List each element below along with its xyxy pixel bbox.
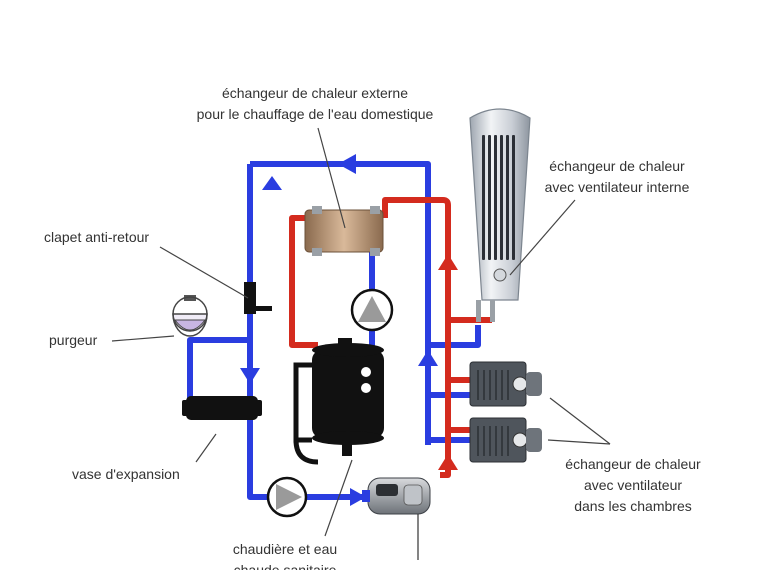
pump-icon [266, 476, 308, 518]
leader-tank [195, 433, 217, 463]
leader-fan-1 [549, 397, 611, 445]
labels: échangeur de chaleur externe pour le cha… [44, 85, 701, 570]
leader-hx-tower [509, 199, 576, 276]
tank-icon [182, 396, 262, 420]
label-boiler-line2: chaude sanitaire [234, 562, 337, 570]
label-expansion-tank: vase d'expansion [72, 466, 180, 482]
label-boiler-line1: chaudière et eau [233, 541, 337, 557]
leader-boiler [324, 459, 353, 537]
diesel-heater-icon [362, 477, 431, 560]
fan-heater-1 [469, 361, 542, 407]
leader-check-valve [159, 246, 249, 299]
label-bleeder: purgeur [49, 332, 98, 348]
flow-arrow-icon [338, 154, 356, 174]
flow-arrow-icon [438, 254, 458, 270]
flow-arrow-icon [350, 488, 366, 506]
leader-hx-external [317, 127, 346, 229]
label-hx-tower-line1: échangeur de chaleur [549, 158, 685, 174]
label-hx-rooms-line2: avec ventilateur [584, 477, 682, 493]
tower-return-pipe [428, 325, 481, 348]
check-valve [244, 282, 272, 314]
tower-heat-exchanger [469, 108, 531, 322]
flow-arrow-icon [262, 176, 282, 190]
flow-arrows [240, 154, 458, 506]
label-check-valve: clapet anti-retour [44, 229, 149, 245]
bleeder-pipe [187, 337, 250, 402]
leader-bleeder [111, 335, 175, 342]
bleeder-icon [172, 295, 208, 337]
leader-lines [111, 127, 611, 537]
leader-fan-2 [547, 439, 611, 445]
heater-supply-pipe [440, 225, 451, 478]
flow-arrow-icon [418, 350, 438, 366]
left-cold-pipe [247, 164, 268, 500]
label-hx-rooms-line3: dans les chambres [574, 498, 692, 514]
hx-hot-inlet-pipe [382, 197, 451, 225]
boiler-tank [293, 338, 384, 465]
label-hx-external-line2: pour le chauffage de l'eau domestique [197, 106, 434, 122]
flow-arrow-icon [240, 368, 260, 384]
label-hx-tower-line2: avec ventilateur interne [545, 179, 690, 195]
hot-pipes [289, 197, 492, 478]
pump-icon [350, 288, 394, 332]
fan-heater-2 [469, 417, 542, 463]
external-heat-exchanger [304, 206, 384, 256]
flow-arrow-icon [438, 454, 458, 470]
label-hx-external-line1: échangeur de chaleur externe [222, 85, 408, 101]
label-hx-rooms-line1: échangeur de chaleur [565, 456, 701, 472]
